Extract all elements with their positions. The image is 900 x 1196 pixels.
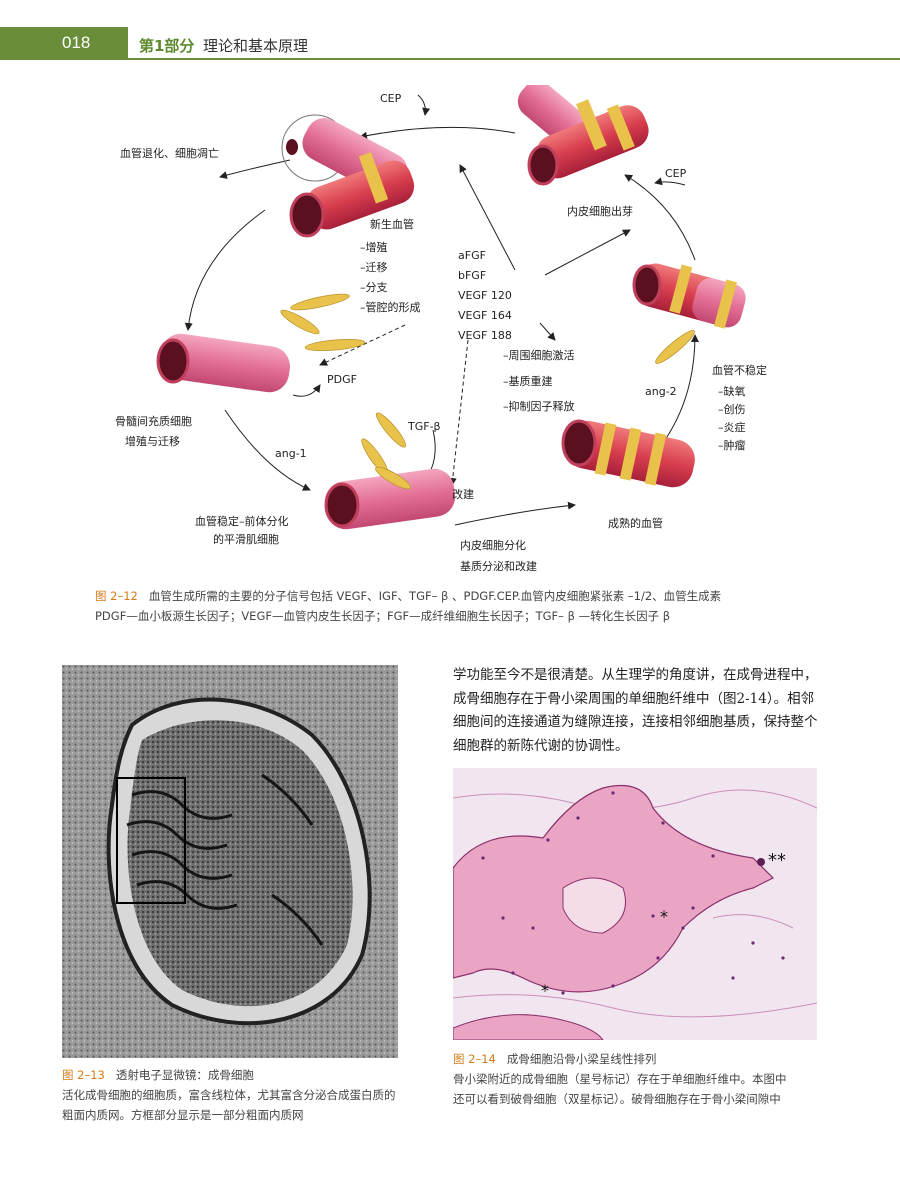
figure-12-caption-line1: 血管生成所需的主要的分子信号包括 VEGF、IGF、TGF– β 、PDGF.C…: [148, 589, 722, 603]
body-paragraph: 学功能至今不是很清楚。从生理学的角度讲，在成骨进程中，成骨细胞存在于骨小梁周围的…: [453, 664, 823, 758]
histology-trabecula-svg: ** * *: [452, 768, 818, 1041]
body-paragraph-text: 学功能至今不是很清楚。从生理学的角度讲，在成骨进程中，成骨细胞存在于骨小梁周围的…: [453, 667, 818, 754]
label-factor-3: VEGF 164: [458, 309, 512, 322]
label-sprouting: 内皮细胞出芽: [567, 204, 633, 218]
angiogenesis-diagram: CEP CEP 血管退化、细胞凋亡 内皮细胞出芽 新生血管 –增殖 –迁移 –分…: [95, 85, 795, 585]
figure-13-caption-line2: 粗面内质网。方框部分显示是一部分粗面内质网: [62, 1108, 304, 1122]
vessel-unstable: [632, 263, 746, 329]
histology-trabecula-image: ** * *: [452, 768, 818, 1041]
label-new-vessel-0: 新生血管: [370, 217, 414, 231]
arrow-cep-top: [417, 94, 431, 116]
figure-13-number: 图 2–13: [62, 1068, 105, 1082]
vessel-stable: [324, 468, 456, 530]
label-factor-1: bFGF: [458, 269, 486, 282]
arrow-cep-right: [654, 177, 686, 186]
page-number: 018: [62, 33, 91, 52]
marker-double-star: **: [768, 850, 786, 871]
arrow-pdgf: [292, 384, 321, 397]
label-new-vessel-2: –迁移: [360, 261, 388, 274]
header-rule: [128, 58, 900, 60]
page-number-block: 018: [0, 27, 128, 60]
angiogenesis-diagram-svg: CEP CEP 血管退化、细胞凋亡 内皮细胞出芽 新生血管 –增殖 –迁移 –分…: [115, 85, 767, 573]
label-new-vessel-3: –分支: [360, 281, 388, 294]
arrow-factors-up: [459, 164, 516, 271]
label-pericyte-2: –抑制因子释放: [503, 399, 575, 413]
arrow-to-regression-label: [219, 159, 291, 179]
arrow-factors-right: [544, 229, 631, 276]
arrow-unstable-to-sprout: [624, 174, 696, 261]
label-cep-right: CEP: [665, 167, 687, 180]
figure-14-title: 成骨细胞沿骨小梁呈线性排列: [506, 1052, 657, 1066]
arrow-remodel-dashed: [448, 339, 469, 486]
label-stabilize-1: 的平滑肌细胞: [213, 532, 279, 546]
arrow-sprout-to-regression: [359, 126, 516, 140]
label-new-vessel-4: –管腔的形成: [360, 300, 421, 314]
figure-13-caption: 图 2–13 透射电子显微镜：成骨细胞 活化成骨细胞的细胞质，富含线粒体，尤其富…: [62, 1065, 422, 1125]
em-osteoblast-svg: [62, 665, 398, 1058]
vessel-new: [286, 118, 415, 238]
label-mesenchymal-1: 增殖与迁移: [125, 434, 180, 448]
figure-14-caption-line1: 骨小梁附近的成骨细胞（星号标记）存在于单细胞纤维中。本图中: [453, 1072, 787, 1086]
figure-13-title: 透射电子显微镜：成骨细胞: [115, 1068, 254, 1082]
figure-12-number: 图 2–12: [95, 589, 138, 603]
label-unstable-0: 血管不稳定: [712, 363, 767, 377]
label-factor-2: VEGF 120: [458, 289, 512, 302]
osteoclast-nucleus: [757, 858, 765, 866]
label-mature: 成熟的血管: [608, 516, 663, 530]
label-mesenchymal-0: 骨髓间充质细胞: [115, 414, 192, 428]
figure-14-caption-line2: 还可以看到破骨细胞（双星标记）。破骨细胞存在于骨小梁间隙中: [453, 1092, 781, 1106]
label-pericyte-0: –周围细胞激活: [503, 348, 575, 362]
label-stabilize-0: 血管稳定–前体分化: [195, 514, 289, 528]
arrow-mesenchymal-to-stable: [224, 409, 311, 491]
label-ang2: ang-2: [645, 385, 677, 398]
label-ang1: ang-1: [275, 447, 307, 460]
marker-single-star-2: *: [541, 981, 549, 1000]
figure-12-caption: 图 2–12 血管生成所需的主要的分子信号包括 VEGF、IGF、TGF– β …: [95, 586, 815, 626]
figure-13-caption-line1: 活化成骨细胞的细胞质，富含线粒体，尤其富含分泌合成蛋白质的: [62, 1088, 396, 1102]
label-pericyte-1: –基质重建: [503, 374, 553, 388]
figure-12-caption-line2: PDGF—血小板源生长因子；VEGF—血管内皮生长因子；FGF—成纤维细胞生长因…: [95, 609, 671, 623]
smooth-muscle-cells: [280, 293, 695, 490]
label-cep-top: CEP: [380, 92, 402, 105]
figure-14-caption: 图 2–14 成骨细胞沿骨小梁呈线性排列 骨小梁附近的成骨细胞（星号标记）存在于…: [453, 1049, 833, 1109]
rer-highlight-box: [116, 777, 186, 904]
arrow-pdgf-dashed: [319, 324, 406, 366]
label-pdgf: PDGF: [327, 373, 357, 386]
part-label: 第1部分: [139, 37, 195, 55]
chapter-title: 理论和基本原理: [203, 37, 309, 55]
arrow-stable-to-mature: [454, 501, 576, 526]
label-unstable-1: –缺氧: [718, 384, 746, 398]
arrow-factors-down: [539, 322, 556, 341]
figure-14-number: 图 2–14: [453, 1052, 496, 1066]
label-unstable-4: –肿瘤: [718, 438, 746, 452]
label-endo-diff-1: 基质分泌和改建: [460, 559, 537, 573]
label-factor-0: aFGF: [458, 249, 486, 262]
vessel-mesenchymal: [156, 333, 290, 393]
label-unstable-3: –炎症: [718, 420, 746, 434]
label-factor-4: VEGF 188: [458, 329, 512, 342]
label-endo-diff-0: 内皮细胞分化: [460, 538, 526, 552]
label-regression: 血管退化、细胞凋亡: [120, 146, 219, 160]
label-new-vessel-1: –增殖: [360, 240, 388, 254]
arrow-new-to-mesenchymal: [184, 209, 266, 331]
em-osteoblast-image: [62, 665, 398, 1058]
label-remodel: 改建: [452, 487, 474, 501]
label-tgf: TGF-β: [407, 420, 441, 433]
vessel-sprouting: [517, 85, 649, 186]
marker-single-star-1: *: [660, 907, 668, 926]
vessel-mature: [561, 419, 695, 488]
label-unstable-2: –创伤: [718, 403, 746, 416]
arrow-mature-to-unstable: [664, 334, 699, 441]
